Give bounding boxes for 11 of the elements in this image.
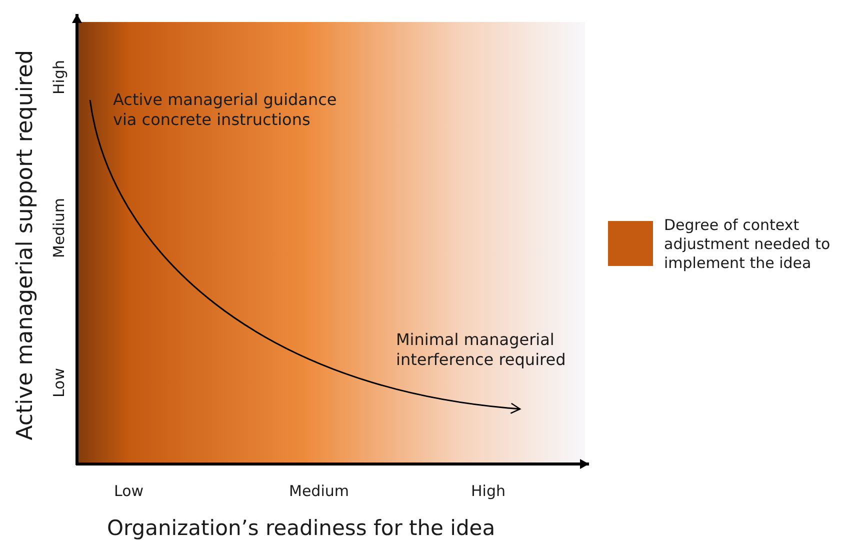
y-axis-title: Active managerial support required (12, 50, 39, 440)
y-tick-label: High (50, 60, 69, 94)
x-axis-title: Organization’s readiness for the idea (107, 515, 496, 542)
annotation-text: Active managerial guidance via concrete instructions (113, 90, 338, 130)
annotation-text: Minimal managerial interference required (396, 330, 567, 370)
x-tick-label: Low (114, 482, 144, 501)
x-tick-label: Medium (289, 482, 349, 501)
x-tick-label: High (471, 482, 506, 501)
y-tick-label: Medium (50, 198, 69, 258)
y-tick-label: Low (50, 368, 69, 398)
legend-label: Degree of context adjustment needed to implement the idea (664, 216, 832, 272)
